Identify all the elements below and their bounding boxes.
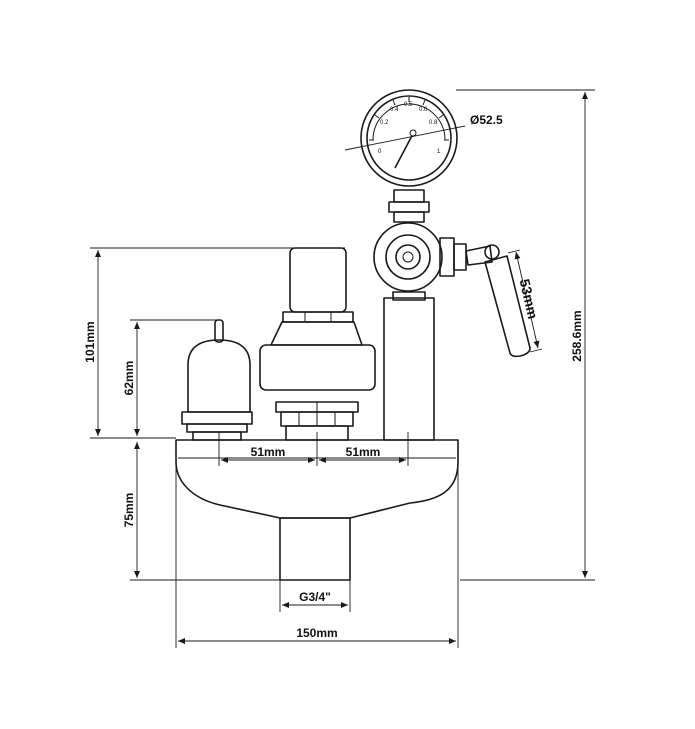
dim-width: [175, 462, 459, 648]
gauge-label-0: 0: [378, 149, 382, 155]
label-valve-height: 62mm: [122, 361, 136, 396]
label-upper-height: 101mm: [83, 321, 97, 362]
dim-valve-height: [130, 319, 218, 436]
dim-handle: [507, 249, 543, 353]
gauge-label-0-6: 0.6: [419, 107, 428, 113]
label-spacing-left: 51mm: [251, 445, 286, 459]
label-base-height: 75mm: [122, 493, 136, 528]
gauge-stem: [388, 189, 430, 223]
label-total-height: 258.6mm: [570, 310, 584, 361]
dim-total-height: [456, 89, 595, 581]
dim-upper-height: [90, 247, 345, 439]
valve-body: [373, 222, 467, 292]
label-thread: G3/4": [299, 590, 331, 604]
relief-valve-dome: [181, 319, 253, 441]
gauge-label-1: 1: [437, 149, 441, 155]
label-spacing-right: 51mm: [346, 445, 381, 459]
gauge-label-0-8: 0.8: [429, 120, 438, 126]
gauge-diameter-line: [344, 125, 466, 151]
pressure-gauge: 0 0.2 0.4 0.5 0.6 0.8 1: [344, 89, 466, 187]
gauge-needle-pivot: [409, 129, 417, 137]
dim-spacing: [218, 432, 409, 466]
label-width: 150mm: [296, 626, 337, 640]
dim-base-height: [130, 442, 280, 581]
gauge-label-0-2: 0.2: [380, 120, 389, 126]
outlet-pipe: [279, 517, 351, 581]
dim-thread: [279, 580, 351, 612]
valve-handle: [465, 244, 531, 358]
gauge-label-0-5: 0.5: [404, 102, 413, 108]
right-column: [383, 291, 435, 441]
center-regulator: [259, 247, 376, 441]
gauge-label-0-4: 0.4: [390, 107, 399, 113]
label-gauge-diameter: Ø52.5: [470, 113, 503, 127]
label-handle-length: 53mm: [517, 277, 542, 320]
